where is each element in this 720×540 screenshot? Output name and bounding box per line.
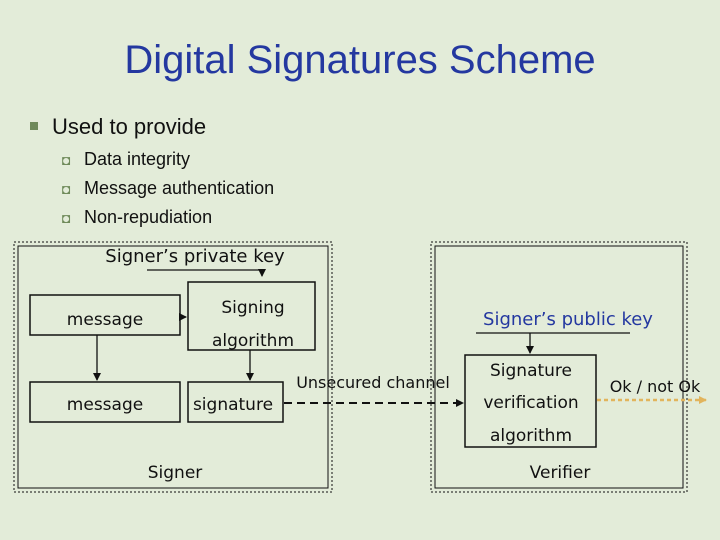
square-bullet-icon <box>30 122 38 131</box>
sub-bullet-icon: ◘ <box>62 210 71 226</box>
algorithm-label: algorithm <box>212 331 294 351</box>
bullet-text: Used to provide <box>52 114 207 139</box>
message-box-top <box>29 294 181 336</box>
subbullet-message-authentication: ◘ Message authentication <box>62 178 274 199</box>
verification-algorithm-box <box>464 354 597 448</box>
signing-algorithm-box <box>187 281 316 351</box>
signing-label: Signing <box>221 298 284 318</box>
subbullet-non-repudiation: ◘ Non-repudiation <box>62 207 212 228</box>
subbullet-text: Message authentication <box>84 178 275 198</box>
signer-label: Signer <box>148 463 203 483</box>
sub-bullet-icon: ◘ <box>62 181 71 197</box>
verifier-frame <box>430 241 688 493</box>
verification-label: verification <box>483 393 578 413</box>
verifier-label: Verifier <box>530 463 591 483</box>
verifier-frame-inner <box>434 245 684 489</box>
subbullet-text: Data integrity <box>84 149 191 169</box>
subbullet-data-integrity: ◘ Data integrity <box>62 149 190 170</box>
message-label-top: message <box>67 310 143 330</box>
signature-label: signature <box>193 395 273 415</box>
slide-title: Digital Signatures Scheme <box>124 38 596 82</box>
subbullet-text: Non-repudiation <box>84 207 213 227</box>
message-box-bottom <box>29 381 181 423</box>
result-label: Ok / not Ok <box>610 377 701 396</box>
signer-frame <box>13 241 333 493</box>
public-key-label: Signer’s public key <box>483 309 653 330</box>
unsecured-channel-label: Unsecured channel <box>296 373 450 392</box>
message-label-bottom: message <box>67 395 143 415</box>
sub-bullet-icon: ◘ <box>62 152 71 168</box>
private-key-label: Signer’s private key <box>105 246 285 267</box>
signer-frame-inner <box>17 245 329 489</box>
bullet-used-to-provide: Used to provide <box>30 114 206 140</box>
verify-algorithm-label: algorithm <box>490 426 572 446</box>
signature-box <box>187 381 284 423</box>
verify-signature-label: Signature <box>490 361 572 381</box>
